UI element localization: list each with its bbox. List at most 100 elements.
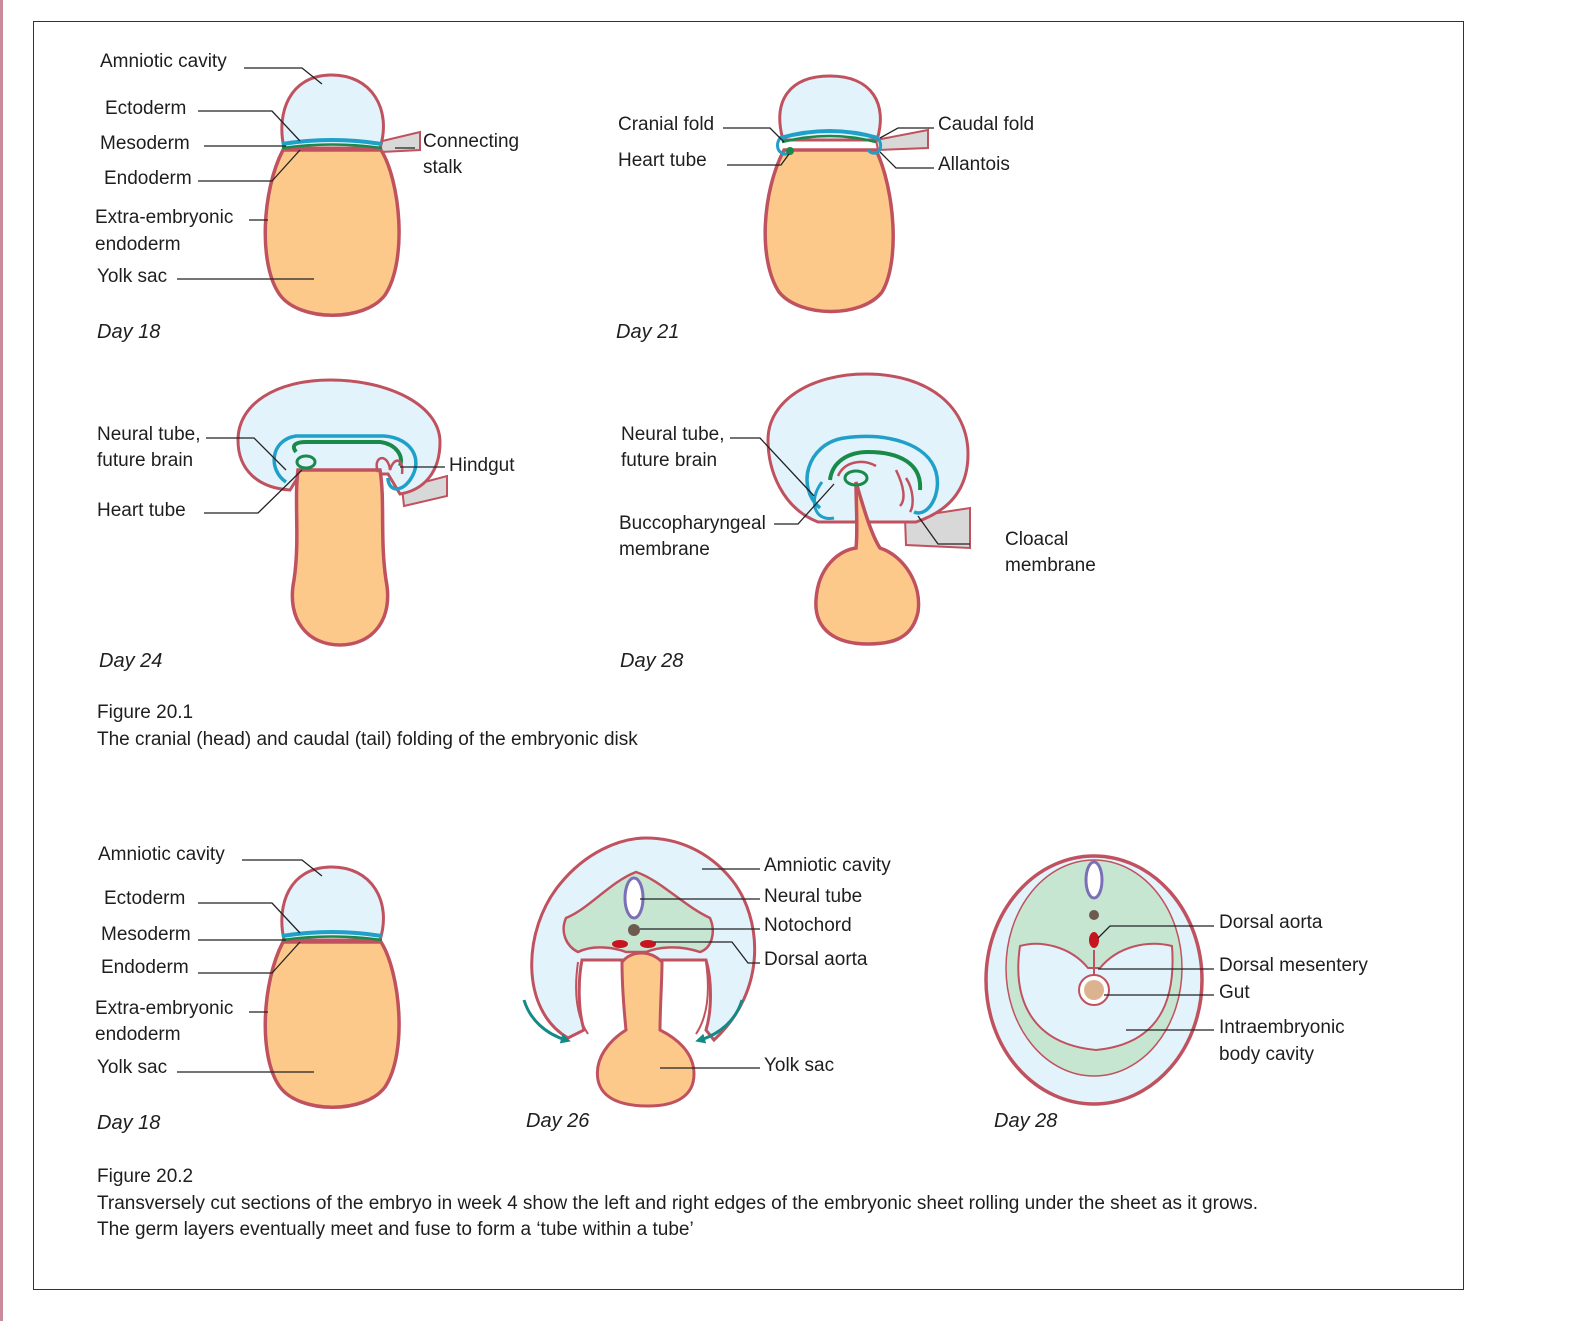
label-extra-embryonic-endoderm: endoderm [95,1024,181,1045]
gut-lumen [1084,980,1104,1000]
amniotic-cavity [778,74,882,142]
label-dorsal-mesentery: Dorsal mesentery [1219,955,1368,976]
fig2-panel2-embryo [522,836,757,1108]
label-yolk-sac: Yolk sac [97,1057,168,1078]
heart-tube [843,469,869,487]
ectoderm-layer [779,129,879,140]
day-label: Day 18 [97,321,161,343]
mesoderm-fold [291,440,403,467]
figure-frame [33,21,1464,1290]
fig2-panel1-embryo [263,865,401,1109]
ectoderm-layer [281,138,383,146]
amniotic-cavity [766,372,970,524]
ectoderm-layer [281,930,383,938]
connecting-stalk [874,128,929,152]
label-hindgut: Hindgut [449,455,515,476]
heart-tube [786,147,794,155]
label-neural-tube: Neural tube [764,886,863,907]
day-label: Day 18 [97,1112,161,1134]
figure-caption-title: Figure 20.2 [97,1166,194,1187]
day-label: Day 28 [620,650,684,672]
dorsal-aorta [1089,932,1099,948]
label-connecting: Connecting [423,131,520,152]
figure-caption-text: The cranial (head) and caudal (tail) fol… [97,729,638,750]
mesoderm-layer [781,134,877,144]
label-future-brain: future brain [97,450,194,471]
label-caudal-fold: Caudal fold [938,114,1035,135]
buccopharyngeal-loop [812,481,835,520]
fig1-panel2-leaders [723,127,934,169]
label-ectoderm: Ectoderm [104,888,186,909]
ectoderm-fold [272,434,418,491]
yolk-sac [763,148,895,314]
fig1-panel1-leaders [177,67,415,280]
label-mesoderm: Mesoderm [101,924,191,945]
yolk-sac [263,148,401,317]
label-extra-embryonic: Extra-embryonic [95,207,234,228]
figure-caption-title: Figure 20.1 [97,702,194,723]
fig2-panel2-leaders [640,868,760,1069]
label-future-brain: future brain [621,450,718,471]
mesoderm-fold [828,449,923,491]
mesoderm-layer [281,143,383,150]
label-gut: Gut [1219,982,1250,1003]
amniotic-cavity [280,865,385,942]
page-edge-strip [0,0,3,1321]
caudal-fold [866,137,883,155]
day-label: Day 21 [616,321,680,343]
notochord [1089,910,1099,920]
label-extra-embryonic-endoderm: endoderm [95,234,181,255]
label-cranial-fold: Cranial fold [618,114,715,135]
label-intraembryonic: Intraembryonic [1219,1017,1345,1038]
label-amniotic-cavity: Amniotic cavity [764,855,891,876]
neural-tube [623,876,645,920]
body-wall-outline [575,961,709,1035]
hindgut-folds [375,457,404,475]
label-heart-tube: Heart tube [97,500,186,521]
label-dorsal-aorta: Dorsal aorta [764,949,868,970]
label-amniotic-cavity: Amniotic cavity [100,51,227,72]
fig1-panel4-embryo [766,372,971,646]
label-mesoderm: Mesoderm [100,133,190,154]
notochord [628,924,640,936]
fig2-panel3-embryo [984,854,1204,1106]
label-yolk-sac: Yolk sac [97,266,168,287]
connecting-stalk [400,474,448,508]
yolk-sac [263,940,401,1109]
heart-tube [295,454,317,470]
mesoderm-layer [281,935,383,942]
yolk-sac-stalk [814,481,921,646]
rolling-arrow-right [695,999,744,1044]
label-allantois: Allantois [938,154,1010,175]
day-label: Day 26 [526,1110,590,1132]
label-body-cavity: body cavity [1219,1044,1315,1065]
dorsal-aorta-left [612,940,628,948]
label-endoderm: Endoderm [101,957,189,978]
label-heart-tube: Heart tube [618,150,707,171]
label-extra-embryonic: Extra-embryonic [95,998,234,1019]
fig1-panel3-embryo [236,378,448,647]
label-cloacal: Cloacal [1005,529,1069,550]
label-neural-tube: Neural tube, [621,424,725,445]
label-endoderm: Endoderm [104,168,192,189]
fig1-panel3-leaders [204,437,445,514]
label-yolk-sac: Yolk sac [764,1055,835,1076]
fig2-panel1-leaders [177,859,323,1073]
day-label: Day 28 [994,1110,1058,1132]
label-dorsal-aorta: Dorsal aorta [1219,912,1323,933]
label-amniotic-cavity: Amniotic cavity [98,844,225,865]
label-buccopharyngeal-membrane: membrane [619,539,710,560]
fig1-panel4-leaders [730,437,970,545]
fig1-panel1-embryo [263,73,421,317]
rolling-arrow-left [522,999,571,1044]
yolk-sac-stalk [595,951,696,1108]
figure-caption-line-2: The germ layers eventually meet and fuse… [97,1219,694,1240]
ectoderm-fold [805,434,940,515]
label-buccopharyngeal: Buccopharyngeal [619,513,766,534]
label-notochord: Notochord [764,915,852,936]
label-neural-tube: Neural tube, [97,424,201,445]
label-ectoderm: Ectoderm [105,98,187,119]
label-connecting-stalk: stalk [423,157,463,178]
figure-caption-line-1: Transversely cut sections of the embryo … [97,1193,1259,1214]
